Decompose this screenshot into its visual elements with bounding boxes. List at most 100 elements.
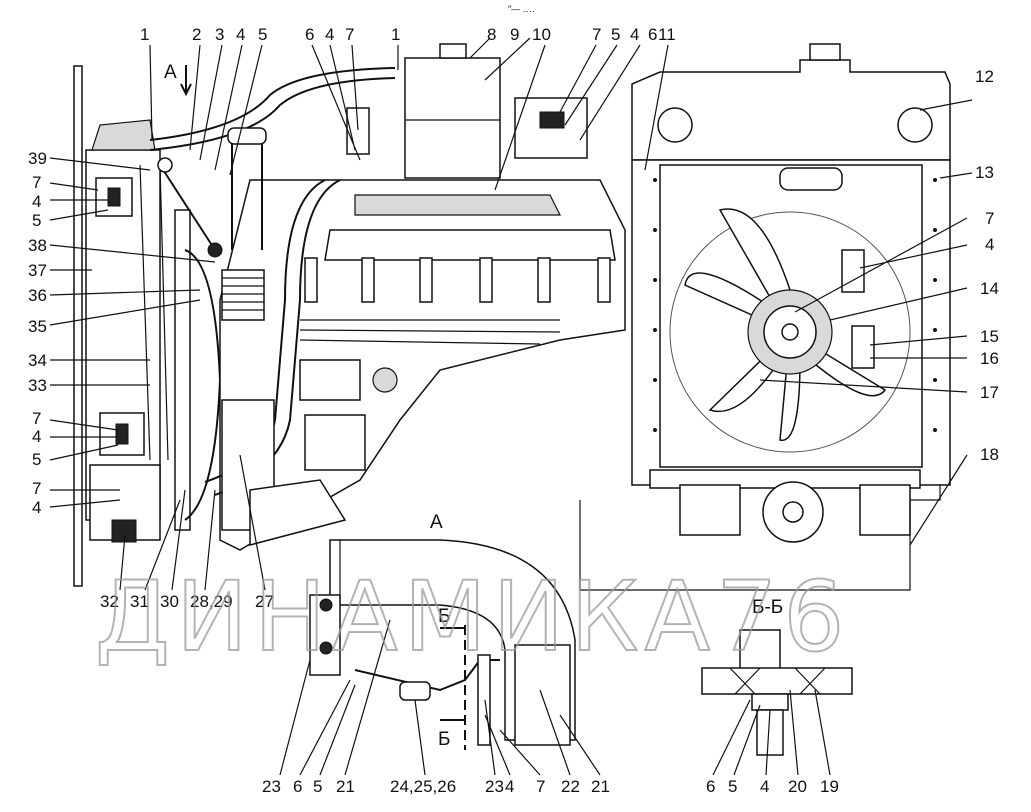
view-a-coupling [399,681,431,701]
callout-label: 28,29 [190,592,233,611]
callout-label: 15 [980,327,999,346]
callout-label: 6 [706,777,715,796]
callout-label: 30 [160,592,179,611]
callout-label: 9 [510,25,519,44]
callout-label: 5 [313,777,322,796]
engine-side-view [73,43,626,587]
callout-label: 1 [391,25,400,44]
callout-label: 2 [192,25,201,44]
air-intake-pipe [231,140,263,250]
callout-label: 21 [591,777,610,796]
section-bb-title: Б-Б [752,597,783,618]
callout-label: 33 [28,376,47,395]
callout-label: 5 [258,25,267,44]
fuel-lines [299,319,561,345]
callout-label: 5 [32,211,41,230]
callout-label: 8 [487,25,496,44]
radiator-hose [139,164,169,461]
view-a-clip [477,654,491,746]
callout-label: 4 [760,777,769,796]
callout-label: 4 [32,498,41,517]
section-b-b [701,629,853,756]
corrugated-hose [221,269,265,321]
callout-label: 37 [28,261,47,280]
callout-label: 7 [32,173,41,192]
callout-label: 5 [32,450,41,469]
fuel-filter [372,367,398,393]
callout-label: 6 [305,25,314,44]
mount-left [679,484,741,536]
callout-label: 24,25,26 [390,777,456,796]
upper-hose [149,67,396,141]
callout-label: 6 [293,777,302,796]
view-a-hose-clamp [514,644,571,746]
callout-label: 22 [561,777,580,796]
callout-label: 6 [648,25,657,44]
engine-mount-bracket [249,479,347,546]
tie-rod [159,164,216,251]
drain-valve [111,519,137,543]
radiator-bottom-tank [89,464,161,541]
callout-label: 21 [336,777,355,796]
view-a-title: А [430,512,443,533]
side-bolts [653,178,937,432]
section-nut [751,693,789,711]
callout-label: 11 [658,25,676,44]
injectors [304,257,611,303]
callout-label: 4 [325,25,334,44]
callout-label: 38 [28,236,47,255]
callout-label: 7 [592,25,601,44]
callout-label: 3 [215,25,224,44]
expansion-tank-cap [439,43,467,59]
injection-pump [304,414,366,471]
callout-label: 34 [28,351,47,370]
callout-label: 4 [505,777,514,796]
view-a-elbow-pipe [329,539,576,741]
callout-label: 4 [32,192,41,211]
callout-label: 7 [32,409,41,428]
callout-label: 17 [980,383,999,402]
callout-label: 7 [536,777,545,796]
callout-label: 35 [28,317,47,336]
cut-mark-bottom: Б [438,729,450,750]
callout-label: 4 [630,25,639,44]
callout-label: 19 [820,777,839,796]
bolt-detail-upper [841,249,865,293]
fan-sweep-circle [669,211,911,453]
watermark: ДИНАМИКА76 [95,561,850,673]
callout-label: 23 [262,777,281,796]
view-a-arrow-label: А [164,62,177,83]
radiator-top-tank [91,119,156,151]
callout-label: 1 [140,25,149,44]
callout-label: 32 [100,592,119,611]
section-bolt-head [739,629,781,671]
upper-hose-outer [149,77,396,151]
callout-label: 12 [975,67,994,86]
bolt-detail-lower [851,325,875,369]
callout-label: 7 [32,479,41,498]
mount-right [859,484,911,536]
callouts-right: 12 13 7 4 14 15 16 17 18 [975,67,999,464]
callouts-bottom-left: 32 31 30 28,29 27 [100,592,274,611]
leader-lines [49,37,973,776]
detail-box-lower [99,412,145,456]
callout-label: 20 [788,777,807,796]
callout-label: 10 [532,25,551,44]
callouts-left: 39 7 4 5 38 37 36 35 34 33 7 4 5 7 4 [28,149,47,517]
callout-label: 13 [975,163,994,182]
callouts-view-a: 23 6 5 21 24,25,26 23 4 7 22 21 [262,777,610,796]
callout-label: 27 [255,592,274,611]
callout-label: 4 [32,427,41,446]
section-plate [701,667,853,695]
radiator-outlet [779,167,843,191]
fuel-pump [299,359,361,401]
callouts-section-bb: 6 5 4 20 19 [706,777,839,796]
callouts-top: 1 2 3 4 5 6 4 7 1 8 9 10 7 5 4 6 11 [140,25,676,44]
expansion-tank [404,57,501,179]
cut-mark-top: Б [438,606,450,627]
intake-manifold [324,229,616,261]
callout-label: 31 [130,592,149,611]
callout-label: 7 [345,25,354,44]
view-a-bracket [309,594,341,676]
